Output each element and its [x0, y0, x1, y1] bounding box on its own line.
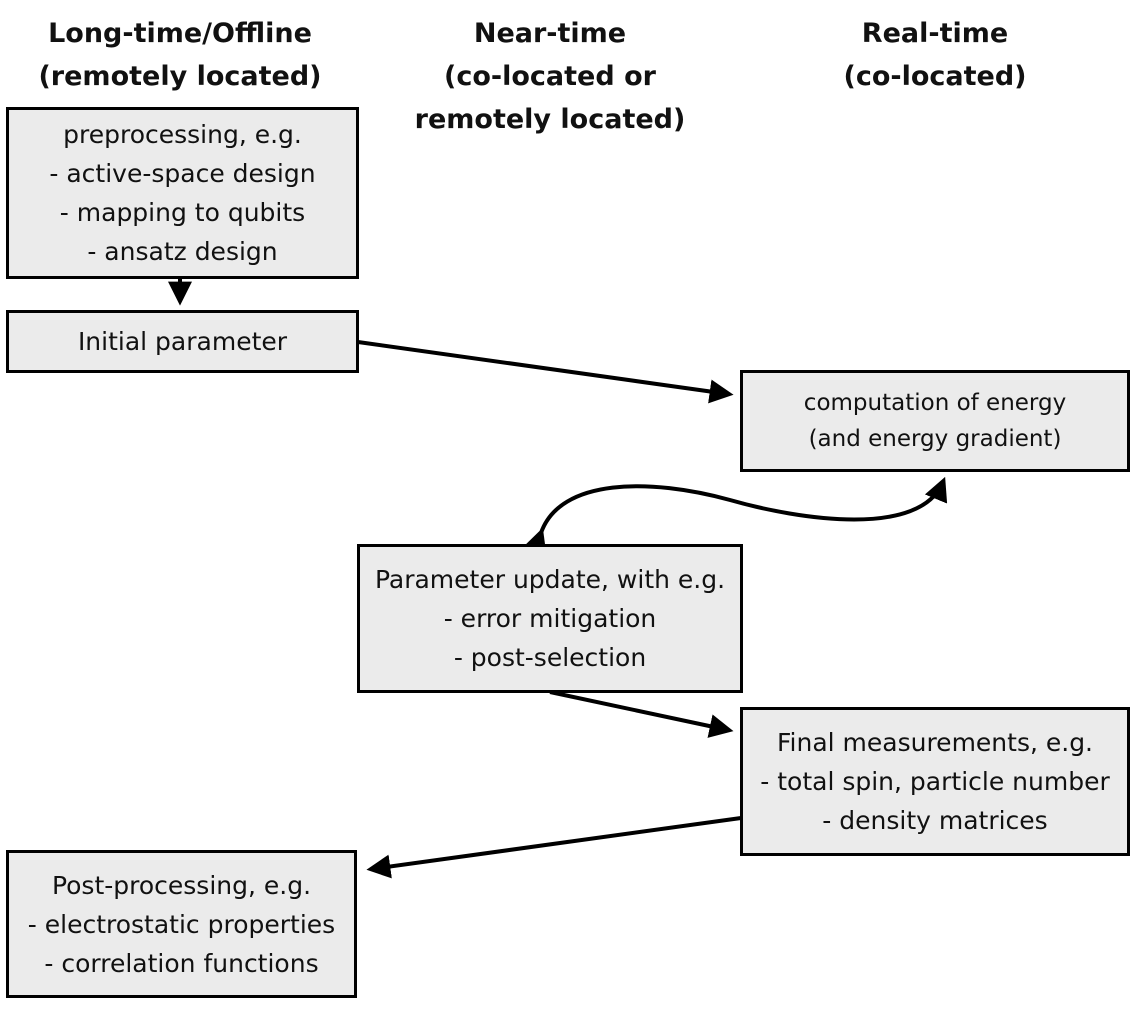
column-header-line: Real-time — [861, 18, 1009, 49]
box-line: computation of energy — [803, 390, 1067, 416]
box-line: - total spin, particle number — [760, 767, 1110, 796]
column-header-offline: Long-time/Offline (remotely located) — [20, 12, 340, 98]
column-header-line: Near-time — [473, 18, 627, 49]
final-measurements-box: Final measurements, e.g. - total spin, p… — [740, 707, 1130, 856]
box-line: - active-space design — [49, 159, 316, 188]
column-header-line: Long-time/Offline — [48, 18, 312, 49]
initial-parameter-box: Initial parameter — [6, 310, 359, 373]
column-header-line: (co-located or — [444, 61, 656, 92]
box-line: - mapping to qubits — [59, 198, 306, 227]
column-header-line: (co-located) — [843, 61, 1027, 92]
box-line: preprocessing, e.g. — [63, 120, 302, 149]
column-header-line: (remotely located) — [38, 61, 322, 92]
arrow-update-to-final — [549, 690, 734, 738]
arrow-initial-to-energy — [357, 340, 734, 404]
arrow-energy-update-loop — [523, 476, 948, 555]
box-line: Initial parameter — [77, 327, 288, 356]
column-header-near-time: Near-time (co-located or remotely locate… — [390, 12, 710, 141]
arrow-final-to-postprocessing — [366, 816, 742, 879]
column-header-line: remotely located) — [414, 104, 686, 135]
box-line: Final measurements, e.g. — [776, 728, 1094, 757]
box-line: Parameter update, with e.g. — [374, 565, 726, 594]
box-line: - correlation functions — [44, 948, 319, 978]
box-line: Post-processing, e.g. — [51, 870, 312, 900]
column-header-real-time: Real-time (co-located) — [775, 12, 1095, 98]
post-processing-box: Post-processing, e.g. - electrostatic pr… — [6, 850, 357, 998]
preprocessing-box: preprocessing, e.g. - active-space desig… — [6, 107, 359, 279]
parameter-update-box: Parameter update, with e.g. - error miti… — [357, 544, 743, 693]
box-line: - electrostatic properties — [27, 909, 336, 939]
box-line: - ansatz design — [87, 237, 278, 266]
box-line: - density matrices — [822, 806, 1048, 835]
box-line: - post-selection — [453, 643, 647, 672]
box-line: - error mitigation — [443, 604, 657, 633]
box-line: (and energy gradient) — [808, 426, 1062, 452]
energy-computation-box: computation of energy (and energy gradie… — [740, 370, 1130, 472]
